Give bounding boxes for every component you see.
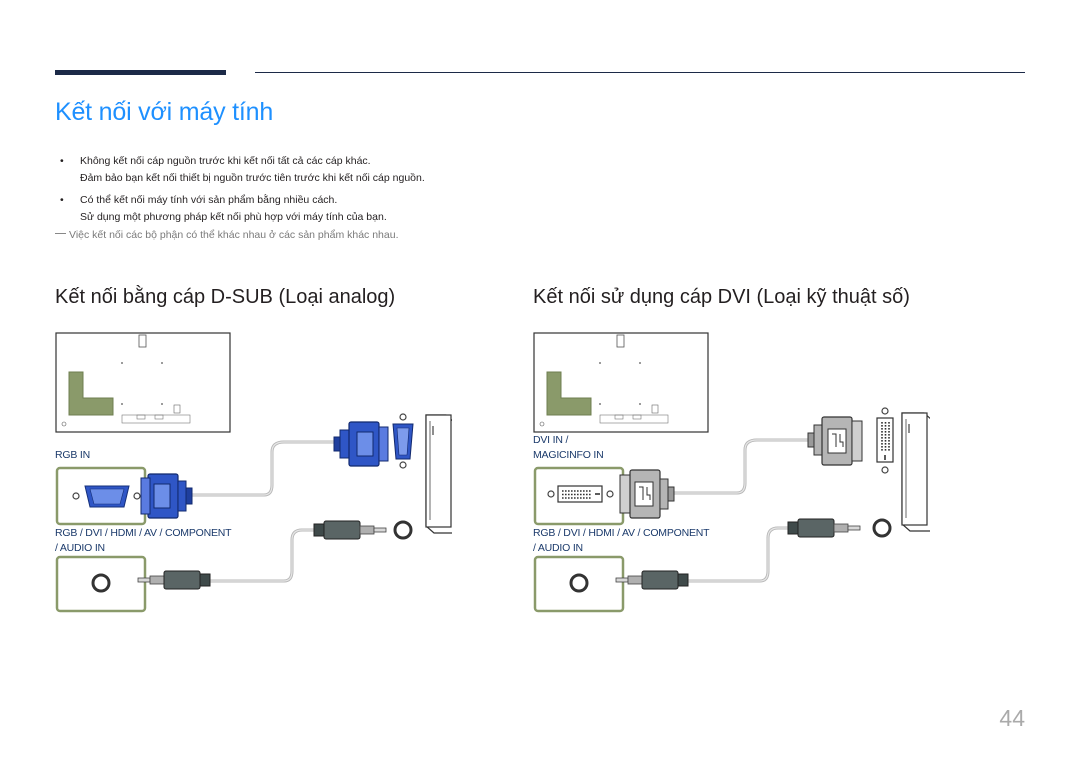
audio-plug-icon (313, 520, 387, 540)
audio-plug-icon (615, 570, 689, 590)
note-line: Không kết nối cáp nguồn trước khi kết nố… (80, 155, 371, 167)
footnote: Việc kết nối các bộ phận có thể khác nha… (55, 229, 399, 241)
notes-list: • Không kết nối cáp nguồn trước khi kết … (60, 153, 660, 231)
note-bullet-2: • Có thể kết nối máy tính với sản phẩm b… (60, 192, 660, 226)
audio-jack-icon (393, 520, 413, 540)
dvi-connection-diagram: DVI IN / MAGICINFO IN RGB / DVI / HDMI /… (530, 325, 930, 625)
bullet-dot-icon: • (60, 155, 64, 167)
bullet-dot-icon: • (60, 194, 64, 206)
footnote-dash-icon (55, 233, 66, 234)
section-title-dvi: Kết nối sử dụng cáp DVI (Loại kỹ thuật s… (533, 286, 910, 308)
vga-connector-icon (333, 421, 389, 467)
page-number: 44 (999, 705, 1025, 731)
header-rule (255, 72, 1025, 73)
header-rule-accent (55, 70, 226, 75)
monitor-back-panel (533, 332, 709, 433)
monitor-back-panel (55, 332, 231, 433)
dvi-connector-icon (807, 416, 863, 466)
audio-jack-icon (872, 518, 892, 538)
note-line: Có thể kết nối máy tính với sản phẩm bằn… (80, 194, 338, 206)
note-line: Đảm bảo bạn kết nối thiết bị nguồn trước… (80, 172, 425, 184)
note-bullet-1: • Không kết nối cáp nguồn trước khi kết … (60, 153, 660, 187)
dvi-connector-icon (619, 469, 675, 519)
dvi-port-icon (876, 407, 894, 474)
pc-tower-icon (901, 412, 930, 532)
port-label-audio-in-line1: RGB / DVI / HDMI / AV / COMPONENT (533, 527, 710, 539)
audio-jack-icon (533, 555, 625, 613)
audio-jack-icon (55, 555, 147, 613)
port-label-audio-in-line1: RGB / DVI / HDMI / AV / COMPONENT (55, 527, 232, 539)
vga-port-icon (55, 466, 147, 526)
port-label-audio-in-line2: / AUDIO IN (533, 542, 583, 554)
audio-plug-icon (137, 570, 211, 590)
port-label-dvi-in-line2: MAGICINFO IN (533, 449, 604, 461)
pc-tower-icon (425, 414, 452, 534)
section-title-dsub: Kết nối bằng cáp D-SUB (Loại analog) (55, 286, 396, 308)
port-label-dvi-in-line1: DVI IN / (533, 434, 569, 446)
dsub-connection-diagram: RGB IN RGB / DVI / HDMI / AV / COMPONENT… (52, 325, 452, 625)
page-title: Kết nối với máy tính (55, 98, 274, 126)
footnote-text: Việc kết nối các bộ phận có thể khác nha… (69, 229, 399, 241)
port-label-audio-in-line2: / AUDIO IN (55, 542, 105, 554)
audio-plug-icon (787, 518, 861, 538)
vga-connector-icon (140, 473, 193, 519)
vga-port-icon (392, 413, 414, 469)
note-line: Sử dụng một phương pháp kết nối phù hợp … (80, 211, 387, 223)
port-label-rgb-in: RGB IN (55, 449, 90, 461)
dvi-port-icon (533, 466, 625, 526)
